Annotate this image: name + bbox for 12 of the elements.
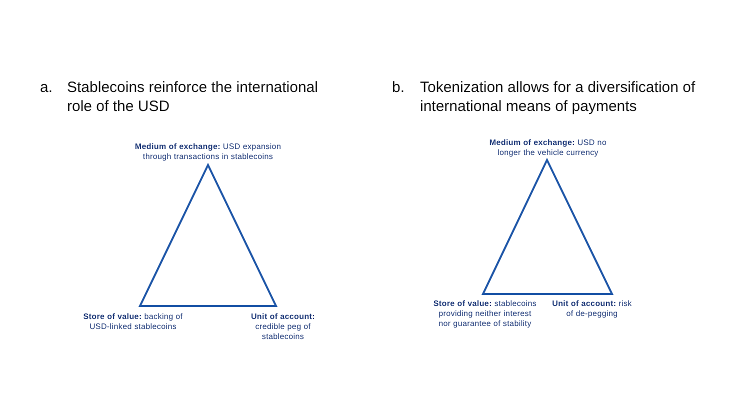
corner-label: Unit of account: risk of de-pegging xyxy=(551,299,633,319)
triangle-outline xyxy=(481,158,614,295)
corner-label: Store of value: backing of USD-linked stablecoins xyxy=(83,312,183,332)
corner-label: Medium of exchange: USD no longer the vehicle currency xyxy=(488,138,608,158)
panel-letter: a. xyxy=(40,78,54,97)
triangle-outline xyxy=(138,162,278,307)
panel-heading: Tokenization allows for a diversification of international means of payments xyxy=(420,78,696,116)
corner-label: Medium of exchange: USD expansion through transactions in stablecoins xyxy=(134,142,282,162)
panel-letter: b. xyxy=(392,78,406,97)
panel-heading: Stablecoins reinforce the international role of the USD xyxy=(67,78,319,116)
corner-label: Unit of account: credible peg of stablecoins xyxy=(250,312,316,342)
corner-label: Store of value: stablecoins providing neither interest nor guarantee of stability xyxy=(432,299,538,329)
